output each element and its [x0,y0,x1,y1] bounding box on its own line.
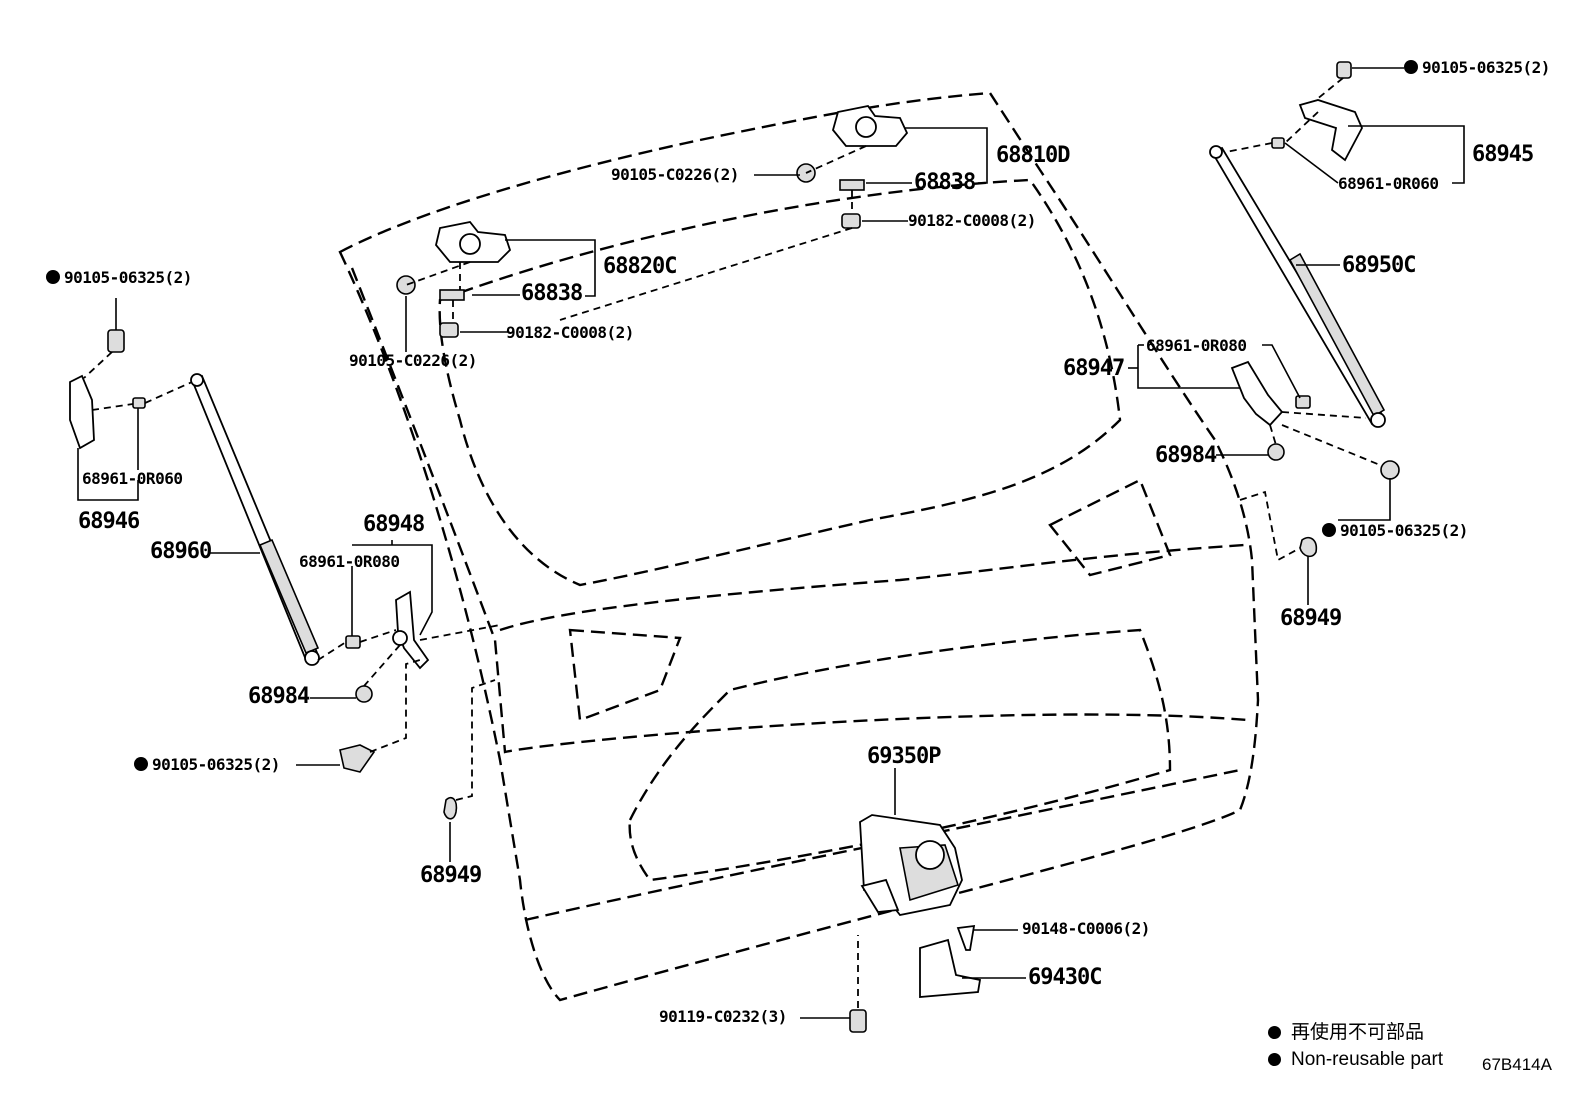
tailgate-outline [338,91,1260,1002]
tailgate-inner-edge [350,267,1249,754]
lock-assembly-icon [859,814,963,916]
part-label-68838-top: 68838 [914,170,976,195]
gas-strut-left-icon [190,373,320,666]
part-label-68945: 68945 [1472,142,1534,167]
part-label-90105-06325-top-right: 90105-06325(2) [1404,60,1550,76]
part-label-68961-0R060-left: 68961-0R060 [82,469,183,488]
part-label-68949-right: 68949 [1280,606,1342,631]
part-label-90148-C0006: 90148-C0006(2) [1022,919,1150,938]
hinge-left-icon [396,221,512,338]
part-label-90105-C0226-left: 90105-C0226(2) [349,351,477,370]
part-label-90105-06325-left: 90105-06325(2) [46,270,192,286]
part-label-68947: 68947 [1063,356,1125,381]
cutout-right [1048,478,1172,577]
part-label-68961-0R080-right: 68961-0R080 [1146,336,1247,355]
part-label-68984-right: 68984 [1155,443,1217,468]
part-label-69430C: 69430C [1028,965,1102,990]
legend-jp: 再使用不可部品 [1268,1023,1424,1042]
part-label-68984-left: 68984 [248,684,310,709]
legend-dot-icon [1268,1053,1281,1066]
gas-strut-right-icon [1209,145,1386,428]
cutout-left [568,628,682,722]
part-label-68961-0R080-left: 68961-0R080 [299,552,400,571]
part-label-68820C: 68820C [603,254,677,279]
non-reusable-dot-icon [134,757,148,771]
bracket-top-right-icon [1271,61,1363,162]
non-reusable-dot-icon [1404,60,1418,74]
bracket-top-left-icon [69,329,146,450]
part-label-69350P: 69350P [867,744,941,769]
hinge-top-icon [796,105,909,229]
legend-en: Non-reusable part [1268,1050,1443,1069]
window-frame-lower [499,543,1246,632]
part-label-68961-0R060-right: 68961-0R060 [1338,174,1439,193]
part-label-68948: 68948 [363,512,425,537]
diagram-code: 67B414A [1482,1055,1552,1074]
bracket-lower-right-icon [1230,360,1400,558]
striker-icon [919,924,982,998]
rear-window-opening [438,178,1122,587]
non-reusable-dot-icon [46,270,60,284]
part-label-68838-left: 68838 [521,281,583,306]
part-label-90182-C0008-left: 90182-C0008(2) [506,323,634,342]
part-label-68950C: 68950C [1342,253,1416,278]
part-label-90105-06325-right: 90105-06325(2) [1322,523,1468,539]
part-label-90105-C0226-top: 90105-C0226(2) [611,165,739,184]
part-label-68960: 68960 [150,539,212,564]
part-label-90119-C0232: 90119-C0232(3) [659,1007,787,1026]
bolt-bottom-icon [849,1009,867,1033]
bracket-lower-left-icon [339,590,458,820]
part-label-90182-C0008-top: 90182-C0008(2) [908,211,1036,230]
part-label-68946: 68946 [78,509,140,534]
part-label-68949-left: 68949 [420,863,482,888]
part-label-68810D: 68810D [996,143,1070,168]
legend-dot-icon [1268,1026,1281,1039]
non-reusable-dot-icon [1322,523,1336,537]
part-label-90105-06325-bottom-left: 90105-06325(2) [134,757,280,773]
lower-trim-line [524,768,1241,922]
